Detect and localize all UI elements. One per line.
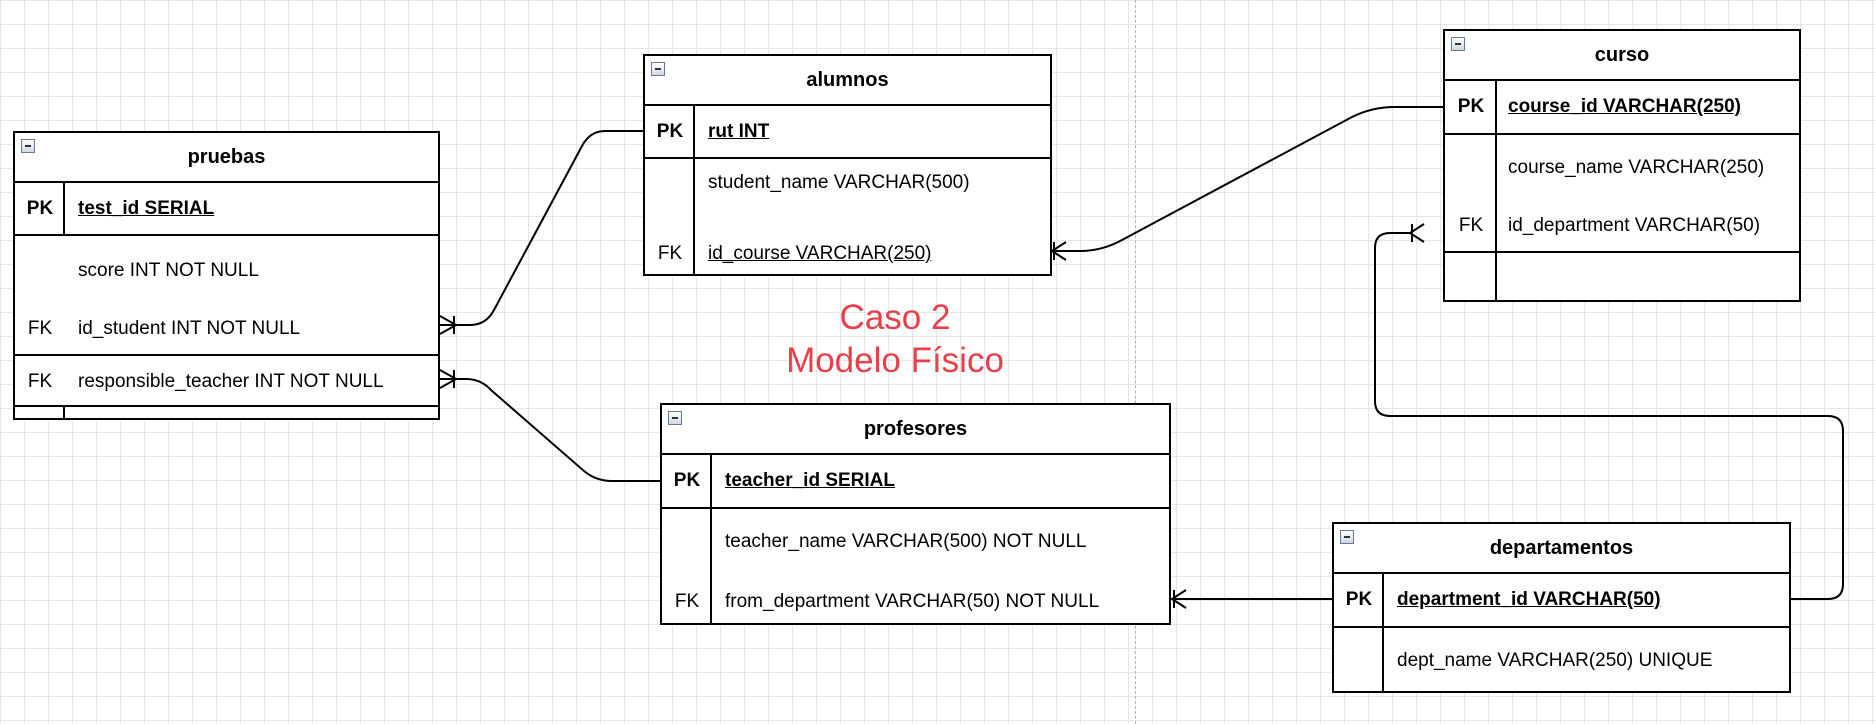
collapse-icon[interactable] [21, 139, 35, 153]
empty-section [15, 405, 438, 420]
key-column [1334, 628, 1384, 691]
table-header[interactable]: departamentos [1334, 524, 1789, 574]
column-field[interactable]: department_id VARCHAR(50) [1397, 589, 1661, 610]
relationship-line[interactable] [1052, 106, 1443, 252]
column-field[interactable]: responsible_teacher INT NOT NULL [78, 370, 384, 392]
crows-foot-marker [439, 369, 459, 389]
caption-line: Caso 2 [839, 298, 951, 337]
key-column [662, 509, 712, 623]
column-field[interactable]: from_department VARCHAR(50) NOT NULL [725, 591, 1100, 612]
key-label: PK [1345, 589, 1373, 610]
table-alumnos[interactable]: alumnos PK rut INT student_name VARCHAR(… [643, 54, 1052, 276]
key-column [15, 407, 65, 420]
table-title: curso [1594, 43, 1650, 66]
table-header[interactable]: curso [1445, 31, 1799, 81]
key-label: FK [1458, 215, 1484, 236]
column-field[interactable]: course_id VARCHAR(250) [1508, 96, 1741, 117]
column-field[interactable]: teacher_name VARCHAR(500) NOT NULL [725, 531, 1087, 552]
attributes-section: score INT NOT NULL FK id_student INT NOT… [15, 234, 438, 354]
pk-section: PK department_id VARCHAR(50) [1334, 574, 1789, 626]
crows-foot-marker [1170, 589, 1187, 609]
key-label: FK [27, 318, 53, 339]
table-title: alumnos [806, 68, 889, 91]
key-label [1334, 636, 1384, 686]
key-label: PK [26, 197, 54, 219]
relationship-line[interactable] [440, 378, 660, 482]
collapse-icon[interactable] [1340, 530, 1354, 544]
key-label: FK [27, 370, 53, 392]
crows-foot-marker [1050, 241, 1067, 261]
column-field[interactable]: score INT NOT NULL [78, 260, 259, 281]
column-field[interactable]: dept_name VARCHAR(250) UNIQUE [1397, 650, 1713, 671]
column-field[interactable]: rut INT [708, 120, 770, 142]
column-field[interactable]: student_name VARCHAR(500) [708, 172, 970, 193]
pk-section: PK rut INT [645, 106, 1050, 157]
crows-foot-marker [439, 315, 459, 335]
key-label: FK [674, 591, 700, 612]
key-label: PK [656, 120, 684, 142]
column-field[interactable]: id_student INT NOT NULL [78, 318, 301, 339]
key-column [1445, 81, 1497, 133]
pk-section: PK teacher_id SERIAL [662, 455, 1169, 507]
caption-line: Modelo Físico [786, 341, 1004, 380]
table-title: profesores [863, 417, 968, 440]
page-break-divider [1135, 0, 1136, 724]
key-label [15, 246, 65, 296]
table-curso[interactable]: curso PK course_id VARCHAR(250) course_n… [1443, 29, 1801, 302]
key-column [645, 106, 695, 157]
attributes-section: dept_name VARCHAR(250) UNIQUE [1334, 626, 1789, 691]
key-column [15, 183, 65, 234]
empty-section [1445, 251, 1799, 300]
table-header[interactable]: alumnos [645, 56, 1050, 106]
table-profesores[interactable]: profesores PK teacher_id SERIAL teacher_… [660, 403, 1171, 625]
relationship-line[interactable] [1374, 232, 1844, 600]
column-field[interactable]: id_course VARCHAR(250) [708, 243, 932, 264]
key-label: PK [673, 470, 701, 491]
column-field[interactable]: teacher_id SERIAL [725, 470, 895, 491]
key-label [662, 517, 712, 567]
attributes-section: course_name VARCHAR(250) FK id_departmen… [1445, 133, 1799, 251]
attributes-section: teacher_name VARCHAR(500) NOT NULL FK fr… [662, 507, 1169, 623]
key-column [1334, 574, 1384, 626]
pk-section: PK course_id VARCHAR(250) [1445, 81, 1799, 133]
key-label [645, 159, 695, 207]
crows-foot-marker [1408, 223, 1425, 243]
collapse-icon[interactable] [651, 62, 665, 76]
table-header[interactable]: pruebas [15, 133, 438, 183]
collapse-icon[interactable] [1451, 37, 1465, 51]
table-title: pruebas [187, 145, 266, 168]
table-header[interactable]: profesores [662, 405, 1169, 455]
attributes-section: student_name VARCHAR(500) FK id_course V… [645, 157, 1050, 274]
column-field[interactable]: test_id SERIAL [78, 197, 215, 219]
key-column [1445, 253, 1497, 300]
table-pruebas[interactable]: pruebas PK test_id SERIAL score INT NOT … [13, 131, 440, 420]
diagram-caption: Caso 2 Modelo Físico [740, 296, 1050, 382]
pk-section: PK test_id SERIAL [15, 183, 438, 234]
key-column [645, 159, 695, 274]
collapse-icon[interactable] [668, 411, 682, 425]
key-column [1445, 135, 1497, 251]
key-label: FK [657, 243, 683, 264]
key-label [1445, 143, 1497, 193]
key-column [662, 455, 712, 507]
relationship-line[interactable] [440, 130, 643, 326]
attributes-section: FK responsible_teacher INT NOT NULL [15, 354, 438, 405]
table-departamentos[interactable]: departamentos PK department_id VARCHAR(5… [1332, 522, 1791, 693]
column-field[interactable]: id_department VARCHAR(50) [1508, 215, 1761, 236]
key-label: PK [1457, 96, 1485, 117]
column-field[interactable]: course_name VARCHAR(250) [1508, 157, 1765, 178]
table-title: departamentos [1489, 536, 1634, 559]
